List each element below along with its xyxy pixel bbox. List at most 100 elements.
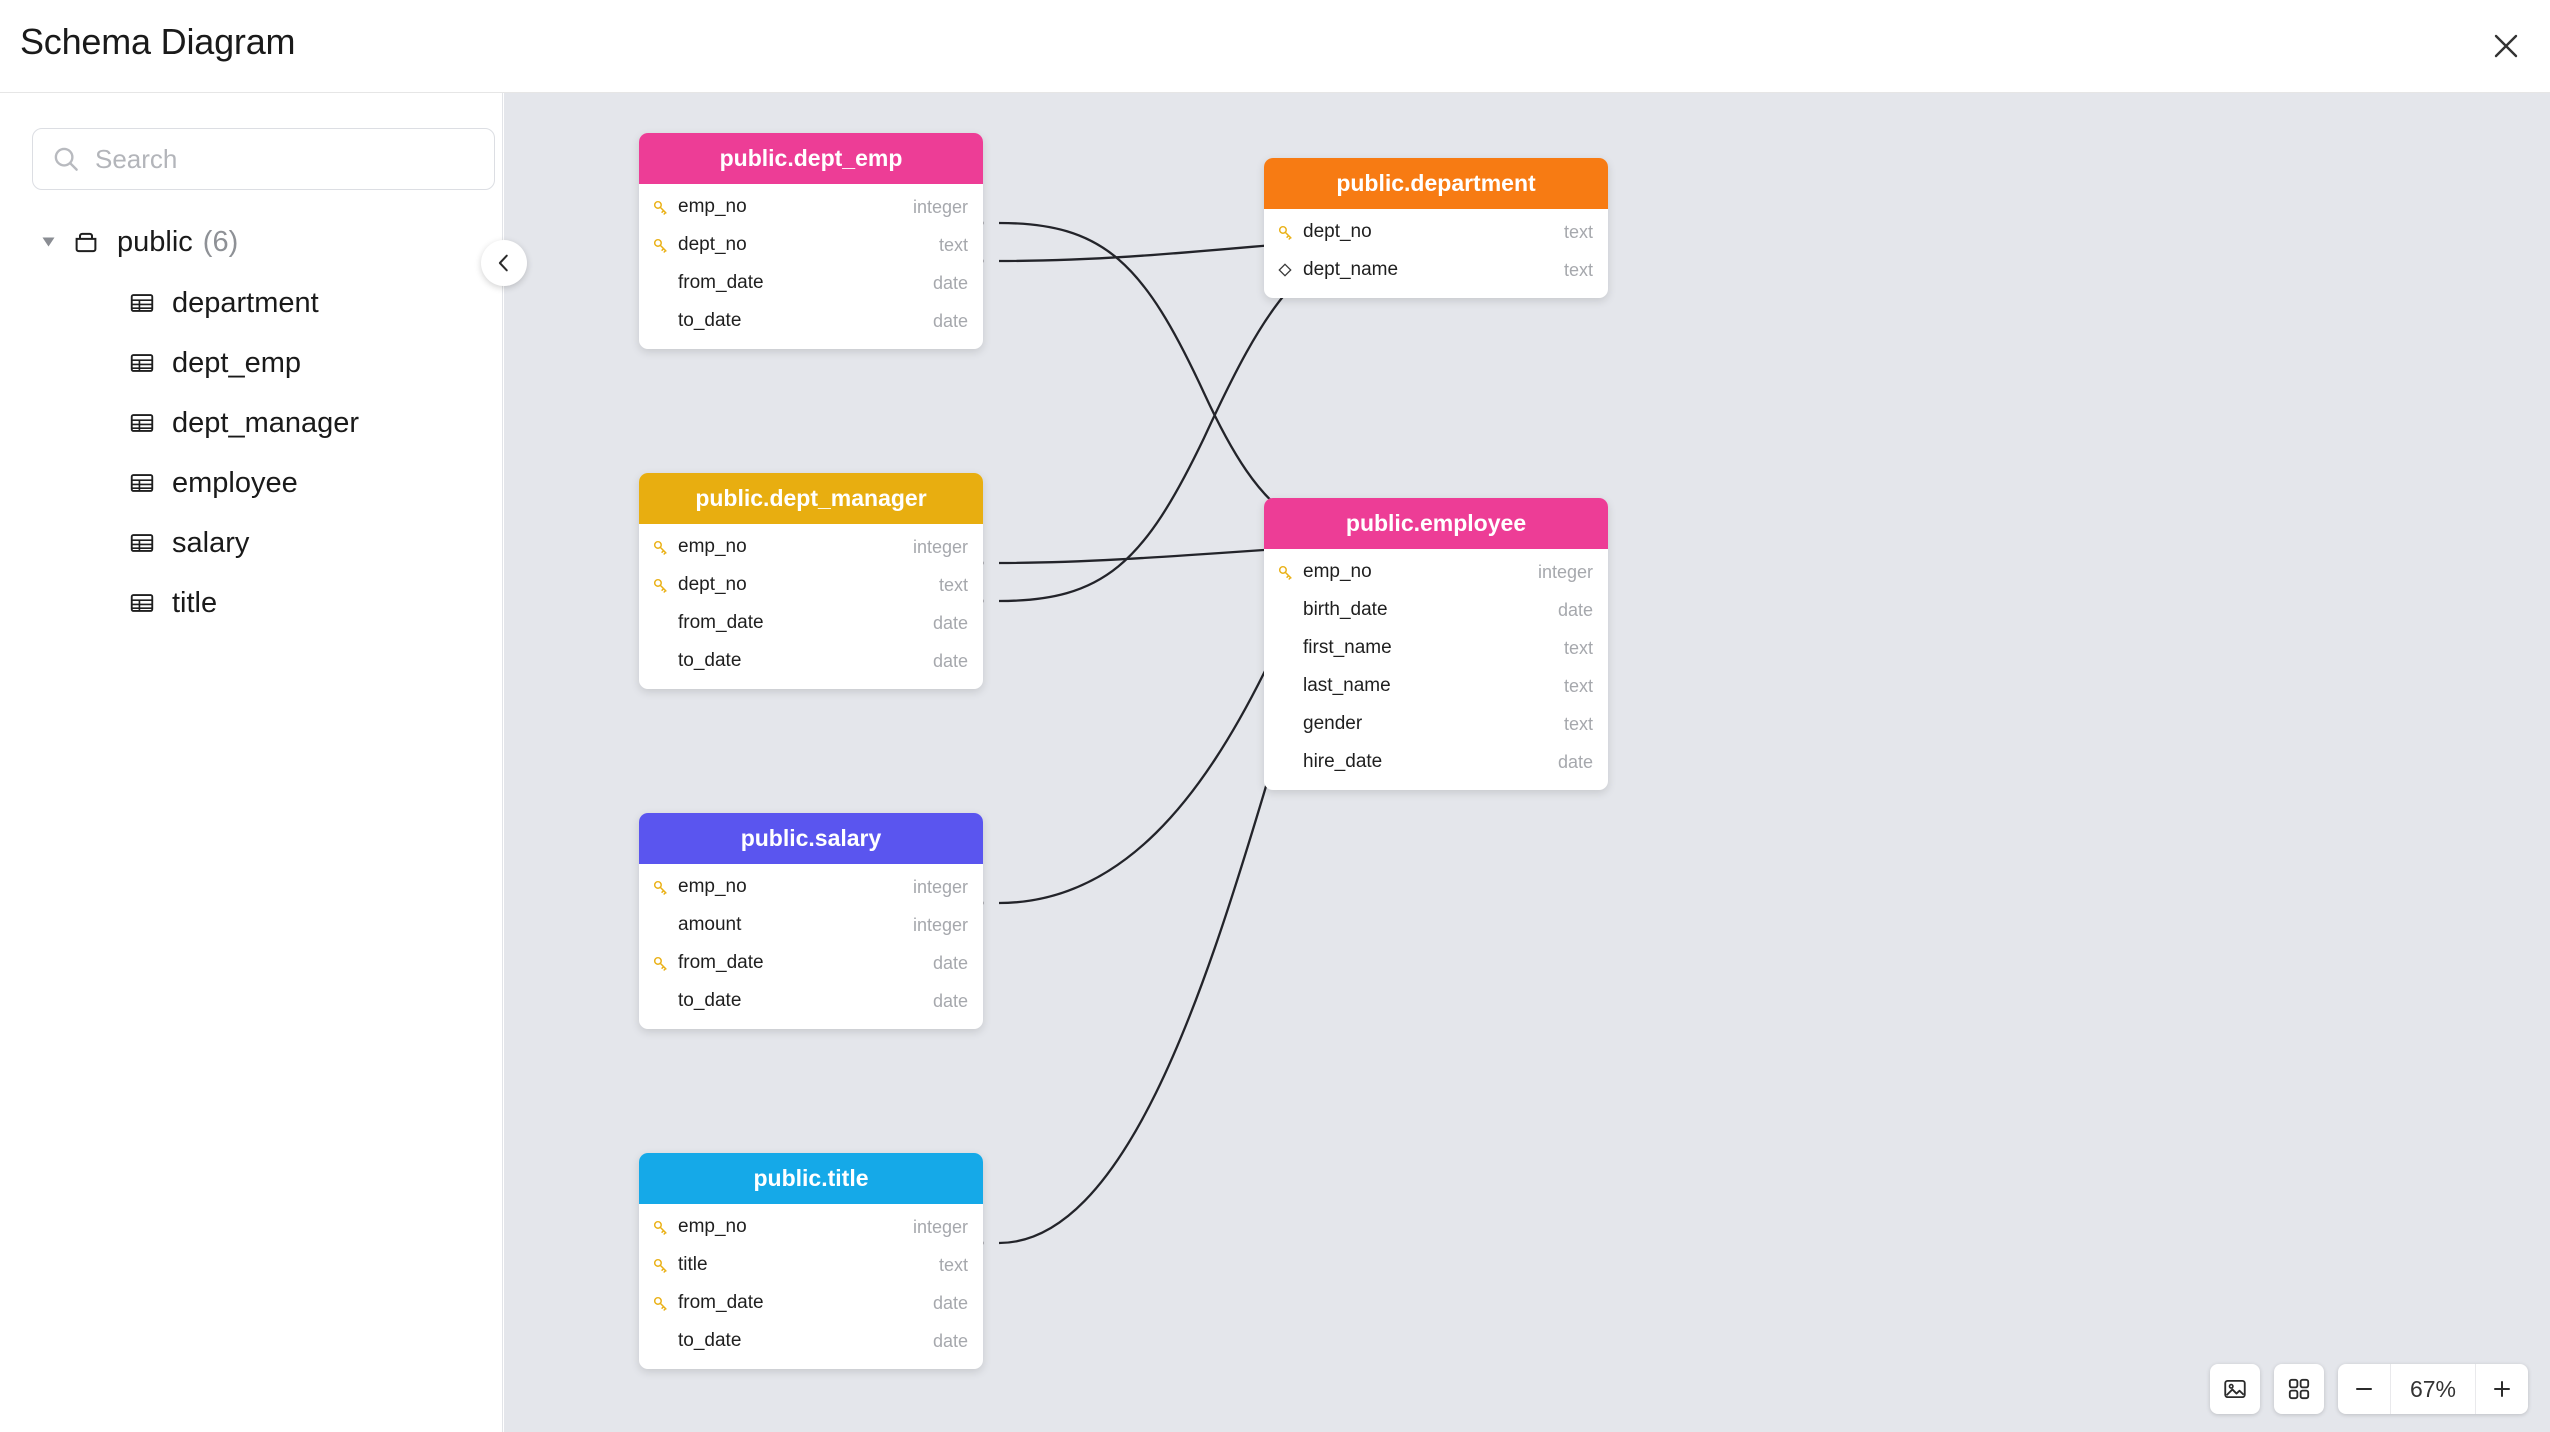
primary-key-icon — [653, 880, 667, 895]
table-column[interactable]: emp_no integer — [639, 868, 983, 906]
sidebar-item-label: employee — [172, 466, 298, 499]
column-type: date — [932, 310, 968, 331]
table-column[interactable]: gender text — [1264, 705, 1608, 743]
table-column[interactable]: to_date date — [639, 982, 983, 1020]
table-column[interactable]: last_name text — [1264, 667, 1608, 705]
table-node-header[interactable]: public.title — [639, 1153, 983, 1204]
table-column[interactable]: emp_no integer — [639, 528, 983, 566]
caret-down-icon[interactable] — [42, 237, 55, 247]
table-column[interactable]: emp_no integer — [1264, 553, 1608, 591]
sidebar-item-department[interactable]: department — [0, 273, 503, 333]
zoom-level-label[interactable]: 67% — [2390, 1364, 2476, 1414]
sidebar-item-title[interactable]: title — [0, 573, 503, 633]
sidebar-item-label: dept_manager — [172, 406, 360, 439]
table-node-columns: emp_no integer dept_no text from_date da… — [639, 524, 983, 689]
column-marker — [652, 879, 678, 896]
table-column[interactable]: amount integer — [639, 906, 983, 944]
column-marker — [652, 539, 678, 556]
table-column[interactable]: to_date date — [639, 642, 983, 680]
column-marker — [652, 1219, 678, 1236]
table-node-header[interactable]: public.department — [1264, 158, 1608, 209]
table-column[interactable]: from_date date — [639, 264, 983, 302]
zoom-control-group: 67% — [2338, 1364, 2528, 1414]
sidebar-item-dept_manager[interactable]: dept_manager — [0, 393, 503, 453]
primary-key-icon — [653, 540, 667, 555]
sidebar-item-salary[interactable]: salary — [0, 513, 503, 573]
column-name: last_name — [1303, 675, 1391, 696]
tree-root-public[interactable]: public (6) — [0, 211, 503, 273]
table-column[interactable]: dept_no text — [639, 566, 983, 604]
sidebar-item-dept_emp[interactable]: dept_emp — [0, 333, 503, 393]
unique-index-icon — [1278, 263, 1292, 277]
table-node-dept_manager[interactable]: public.dept_manager emp_no integer dept_… — [639, 473, 983, 689]
title-bar: Schema Diagram — [0, 0, 2550, 93]
sidebar-item-employee[interactable]: employee — [0, 453, 503, 513]
chevron-left-icon — [498, 254, 508, 272]
close-button[interactable] — [2482, 22, 2530, 70]
table-column[interactable]: dept_no text — [639, 226, 983, 264]
column-type: text — [1563, 675, 1593, 696]
table-node-header[interactable]: public.dept_manager — [639, 473, 983, 524]
canvas-toolbar: 67% — [2210, 1364, 2528, 1414]
search-input[interactable] — [95, 143, 476, 175]
table-column[interactable]: hire_date date — [1264, 743, 1608, 781]
column-name: to_date — [678, 990, 742, 1011]
table-column[interactable]: to_date date — [639, 1322, 983, 1360]
column-name: gender — [1303, 713, 1363, 734]
column-name: emp_no — [678, 876, 747, 897]
column-type: date — [932, 650, 968, 671]
table-node-columns: emp_no integer birth_date date first_nam… — [1264, 549, 1608, 790]
table-node-dept_emp[interactable]: public.dept_emp emp_no integer dept_no t… — [639, 133, 983, 349]
sidebar-collapse-button[interactable] — [481, 240, 527, 286]
column-type: integer — [912, 914, 968, 935]
table-column[interactable]: emp_no integer — [639, 188, 983, 226]
export-image-button[interactable] — [2210, 1364, 2260, 1414]
table-node-salary[interactable]: public.salary emp_no integer amount inte… — [639, 813, 983, 1029]
column-type: date — [932, 612, 968, 633]
primary-key-icon — [653, 1258, 667, 1273]
table-node-columns: dept_no text dept_name text — [1264, 209, 1608, 298]
column-name: from_date — [678, 272, 764, 293]
column-type: integer — [912, 876, 968, 897]
primary-key-icon — [653, 200, 667, 215]
image-icon — [2224, 1379, 2246, 1399]
column-type: text — [938, 234, 968, 255]
table-column[interactable]: from_date date — [639, 1284, 983, 1322]
table-node-header[interactable]: public.salary — [639, 813, 983, 864]
table-column[interactable]: to_date date — [639, 302, 983, 340]
column-name: first_name — [1303, 637, 1392, 658]
table-column[interactable]: title text — [639, 1246, 983, 1284]
zoom-in-button[interactable] — [2476, 1364, 2528, 1414]
column-name: emp_no — [1303, 561, 1372, 582]
table-column[interactable]: from_date date — [639, 604, 983, 642]
auto-layout-button[interactable] — [2274, 1364, 2324, 1414]
table-node-header[interactable]: public.employee — [1264, 498, 1608, 549]
column-type: text — [1563, 713, 1593, 734]
column-marker — [1277, 564, 1303, 581]
table-column[interactable]: dept_name text — [1264, 251, 1608, 289]
table-column[interactable]: from_date date — [639, 944, 983, 982]
table-node-title[interactable]: public.title emp_no integer title text — [639, 1153, 983, 1369]
search-box[interactable] — [32, 128, 495, 190]
table-node-columns: emp_no integer dept_no text from_date da… — [639, 184, 983, 349]
table-node-employee[interactable]: public.employee emp_no integer birth_dat… — [1264, 498, 1608, 790]
diagram-canvas[interactable]: public.dept_emp emp_no integer dept_no t… — [504, 93, 2550, 1432]
table-column[interactable]: birth_date date — [1264, 591, 1608, 629]
primary-key-icon — [1278, 565, 1292, 580]
table-column[interactable]: first_name text — [1264, 629, 1608, 667]
column-type: text — [1563, 637, 1593, 658]
column-type: date — [932, 272, 968, 293]
column-type: text — [1563, 259, 1593, 280]
zoom-out-button[interactable] — [2338, 1364, 2390, 1414]
column-type: date — [932, 990, 968, 1011]
table-node-header[interactable]: public.dept_emp — [639, 133, 983, 184]
column-name: emp_no — [678, 196, 747, 217]
column-type: text — [938, 1254, 968, 1275]
table-node-columns: emp_no integer amount integer from_date … — [639, 864, 983, 1029]
table-node-department[interactable]: public.department dept_no text dept_name… — [1264, 158, 1608, 298]
table-column[interactable]: dept_no text — [1264, 213, 1608, 251]
sidebar-item-label: salary — [172, 526, 250, 559]
tree-item-list: department dept_emp dept_manager employe… — [0, 273, 503, 633]
column-name: to_date — [678, 1330, 742, 1351]
table-column[interactable]: emp_no integer — [639, 1208, 983, 1246]
